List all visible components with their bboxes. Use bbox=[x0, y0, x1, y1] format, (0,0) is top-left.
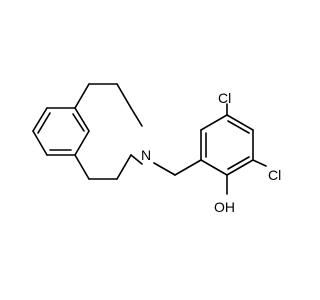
bond-n-ch2 bbox=[153, 162, 176, 176]
molecule-diagram: Cl Cl N OH bbox=[32, 83, 281, 215]
bond-ar-4 bbox=[74, 130, 90, 156]
atom-n-label: N bbox=[141, 147, 151, 163]
bond-ph-5-double bbox=[227, 156, 250, 170]
bond-ph-5 bbox=[226, 159, 254, 176]
bond-ar-3-double bbox=[72, 113, 85, 132]
bond-ph-3 bbox=[226, 114, 254, 131]
bond-ph-6 bbox=[200, 159, 228, 176]
bond-ph-3-double bbox=[227, 120, 250, 134]
atom-cl-right-label: Cl bbox=[268, 167, 281, 183]
bond-ch2-ring bbox=[174, 159, 202, 176]
bond-ar-1 bbox=[32, 107, 48, 132]
bond-sat-8 bbox=[74, 154, 90, 180]
atom-oh-label: OH bbox=[214, 199, 235, 215]
chemical-structure-canvas: Cl Cl N OH bbox=[32, 83, 282, 215]
bond-sat-5 bbox=[130, 154, 143, 165]
bond-ph-2 bbox=[200, 114, 228, 131]
bond-sat-3 bbox=[116, 83, 132, 109]
bond-ar-3 bbox=[74, 107, 90, 132]
bond-ar-6 bbox=[32, 130, 48, 156]
bond-sat-1 bbox=[74, 83, 90, 109]
atom-cl-top-label: Cl bbox=[218, 90, 231, 106]
bond-sat-6 bbox=[116, 154, 132, 180]
bond-cl-right bbox=[252, 159, 267, 167]
bond-sat-4 bbox=[130, 107, 143, 127]
bond-ar-1-double bbox=[37, 112, 51, 134]
